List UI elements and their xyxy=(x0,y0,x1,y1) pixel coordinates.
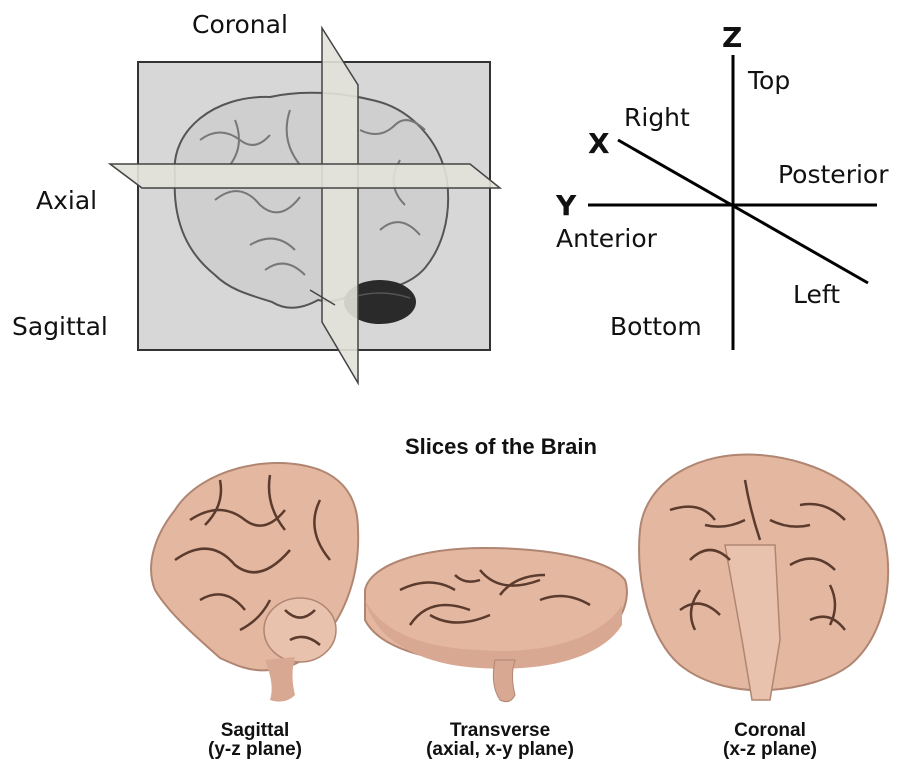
caption-coronal: Coronal (x-z plane) xyxy=(700,721,840,759)
caption-sagittal: Sagittal (y-z plane) xyxy=(190,721,320,759)
caption-transverse-name: Transverse xyxy=(400,721,600,740)
sagittal-cerebellum xyxy=(264,598,336,662)
transverse-slice xyxy=(365,548,627,702)
caption-transverse: Transverse (axial, x-y plane) xyxy=(400,721,600,759)
caption-transverse-plane: (axial, x-y plane) xyxy=(400,740,600,759)
caption-coronal-name: Coronal xyxy=(700,721,840,740)
sagittal-slice xyxy=(151,463,358,702)
caption-sagittal-name: Sagittal xyxy=(190,721,320,740)
caption-sagittal-plane: (y-z plane) xyxy=(190,740,320,759)
coronal-slice xyxy=(639,454,888,700)
caption-coronal-plane: (x-z plane) xyxy=(700,740,840,759)
